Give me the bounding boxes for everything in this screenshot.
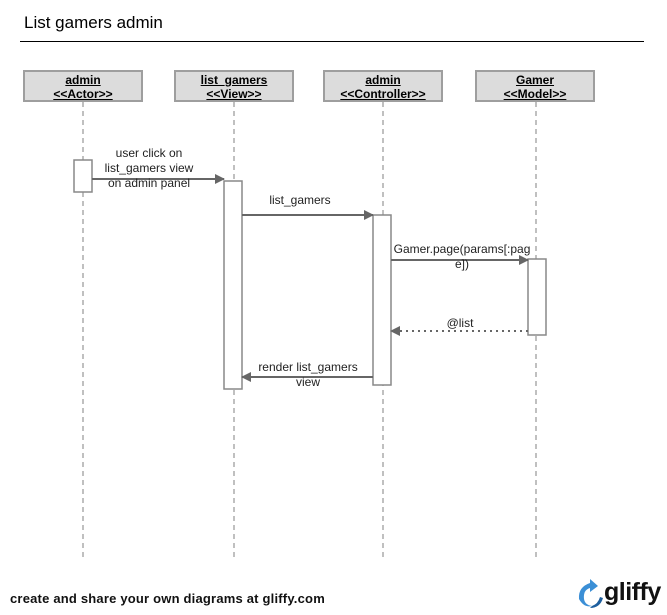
participant-stereotype: <<Model>>	[503, 87, 567, 101]
participant-admin-controller: admin <<Controller>>	[323, 70, 443, 102]
activation-admin-controller	[372, 214, 392, 386]
message-label-4: @list	[446, 316, 474, 330]
page-title: List gamers admin	[24, 13, 163, 32]
participant-stereotype: <<Controller>>	[340, 87, 426, 101]
gliffy-logo-text[interactable]: gliffy	[604, 578, 661, 606]
participant-gamer-model: Gamer <<Model>>	[475, 70, 595, 102]
participant-name: list_gamers	[200, 73, 268, 87]
participant-name: Gamer	[515, 73, 555, 87]
participant-stereotype: <<Actor>>	[53, 87, 113, 101]
participant-list-gamers-view: list_gamers <<View>>	[174, 70, 294, 102]
title-divider	[20, 41, 644, 42]
participant-name: admin	[365, 73, 401, 87]
activation-gamer-model	[527, 258, 547, 336]
activation-list-gamers-view	[223, 180, 243, 390]
message-label-1: user click on list_gamers view on admin …	[104, 146, 194, 190]
footer-text[interactable]: create and share your own diagrams at gl…	[10, 591, 325, 606]
activation-admin-actor	[73, 159, 93, 193]
participant-name: admin	[65, 73, 101, 87]
participant-stereotype: <<View>>	[206, 87, 262, 101]
participant-admin-actor: admin <<Actor>>	[23, 70, 143, 102]
gliffy-logo-icon[interactable]	[576, 577, 604, 609]
message-label-3: Gamer.page(params[:pag e])	[393, 242, 531, 271]
message-label-5: render list_gamers view	[258, 360, 358, 389]
message-label-2: list_gamers	[269, 193, 331, 207]
